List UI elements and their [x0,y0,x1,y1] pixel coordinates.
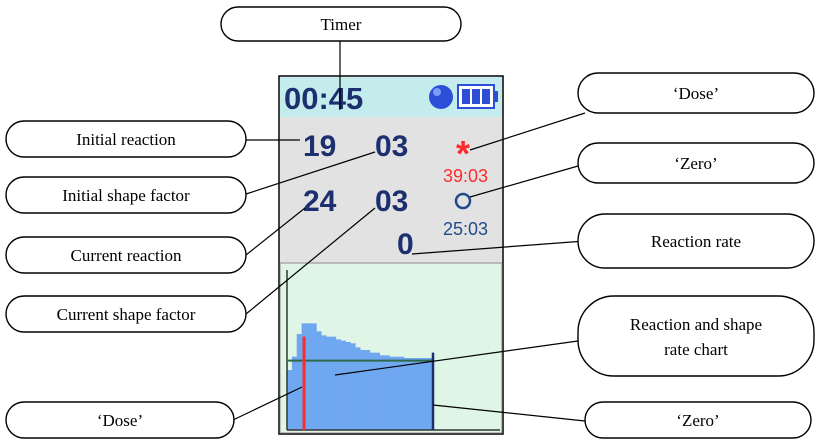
callout-reaction-rate-label: Reaction rate [651,232,741,251]
rate-bar [296,334,303,430]
rate-bar [330,336,337,430]
rate-bar [398,356,405,430]
rate-bar [360,350,366,430]
status-orb-icon [429,85,453,109]
callout-chart: Reaction and shape rate chart [577,295,815,377]
readout-panel [280,117,502,263]
callout-timer-label: Timer [321,15,362,34]
current-reaction-value: 24 [303,185,337,218]
rate-bar [311,323,317,430]
leader-initial-shape-factor [245,151,376,195]
rate-bar [325,336,332,430]
rate-bar [418,358,424,430]
current-shape-factor-value: 03 [375,185,408,218]
callout-initial-shape-factor: Initial shape factor [5,176,247,214]
callout-dose-bottom-label: ‘Dose’ [97,411,143,430]
rate-bar [340,340,346,430]
reaction-rate-value: 0 [397,228,414,261]
callout-dose-bottom: ‘Dose’ [5,401,235,439]
callout-zero-top: ‘Zero’ [577,142,815,184]
rate-bar [394,356,400,430]
callout-timer: Timer [220,6,462,42]
status-orb-highlight [433,88,441,96]
rate-bar [423,358,429,430]
callout-initial-shape-factor-label: Initial shape factor [62,186,190,205]
reaction-shape-rate-chart [286,270,500,431]
leader-chart [334,339,586,376]
leader-zero-top [469,163,586,198]
rate-bar [316,331,322,430]
callout-dose-top: ‘Dose’ [577,72,815,114]
callout-chart-label-line1: Reaction and shape [630,315,762,334]
callout-reaction-rate: Reaction rate [577,213,815,269]
callout-current-shape-factor-label: Current shape factor [57,305,196,324]
leader-dose-top [469,112,586,151]
timer-readout: 00:45 [284,81,363,116]
battery-icon [457,84,498,109]
rate-bar [403,358,410,430]
callout-current-shape-factor: Current shape factor [5,295,247,333]
callout-zero-bottom-label: ‘Zero’ [676,411,719,430]
rate-bar [374,352,380,430]
rate-bar [428,358,434,430]
rate-bar [287,370,293,430]
leader-current-reaction [245,207,306,256]
dose-time: 39:03 [443,166,488,186]
rate-bar [379,355,385,430]
leader-lines [232,36,586,422]
leader-reaction-rate [411,240,586,255]
callout-zero-top-label: ‘Zero’ [674,154,717,173]
device-screen: 00:45 19 03 24 03 0 * 39:03 25:03 [278,75,504,435]
rate-bar [364,350,371,430]
initial-shape-factor-value: 03 [375,130,408,163]
callout-zero-bottom: ‘Zero’ [584,401,812,439]
rate-bar [345,342,351,430]
rate-bar [335,339,342,430]
callout-initial-reaction: Initial reaction [5,120,247,158]
leader-zero-bottom [432,404,586,422]
leader-dose-bottom [232,386,303,421]
rate-bar [355,347,361,430]
rate-bar [413,358,419,430]
dose-star-icon: * [456,133,470,174]
initial-reaction-value: 19 [303,130,336,163]
callout-initial-reaction-label: Initial reaction [76,130,176,149]
rate-bar [369,352,376,430]
rate-bar [291,356,298,430]
callout-current-reaction: Current reaction [5,236,247,274]
rate-bar [306,323,312,430]
zero-circle-icon [454,192,472,210]
callout-current-reaction-label: Current reaction [71,246,182,265]
rate-bar [350,343,356,430]
leader-current-shape-factor [245,207,376,315]
callout-dose-top-label: ‘Dose’ [673,84,719,103]
callout-chart-label-line2: rate chart [664,340,728,359]
rate-bar [389,356,395,430]
rate-bar [408,358,415,430]
rate-bar [384,355,390,430]
zero-time: 25:03 [443,219,488,239]
rate-bar [321,335,327,430]
